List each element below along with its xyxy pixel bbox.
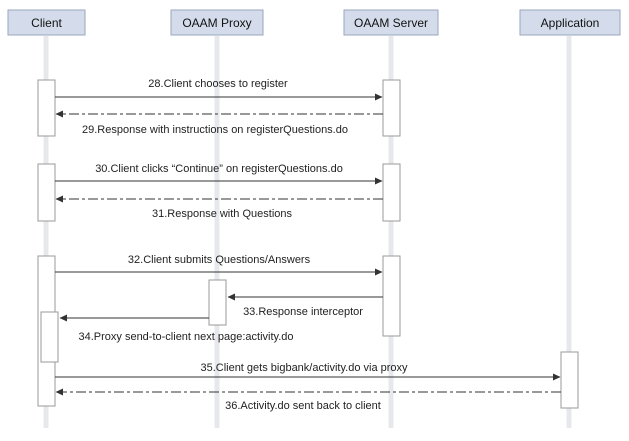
activation-proxy-1 [208, 279, 227, 326]
activation-client-4 [40, 311, 59, 363]
message-32-label: 32.Client submits Questions/Answers [128, 254, 311, 266]
message-34: 34.Proxy send-to-client next page:activi… [59, 314, 294, 343]
participant-proxy-label: OAAM Proxy [182, 16, 251, 30]
message-28-label: 28.Client chooses to register [148, 78, 288, 90]
activation-client-1 [37, 79, 56, 137]
message-36: 36.Activity.do sent back to client [55, 388, 561, 412]
message-29: 29.Response with instructions on registe… [55, 110, 383, 136]
message-29-label: 29.Response with instructions on registe… [82, 124, 348, 136]
message-33: 33.Response interceptor [227, 293, 383, 318]
activation-server-1 [382, 79, 401, 137]
activation-server-2 [382, 163, 401, 222]
message-31: 31.Response with Questions [55, 195, 383, 220]
participant-app-label: Application [541, 16, 600, 30]
participant-server-label: OAAM Server [354, 16, 428, 30]
message-36-label: 36.Activity.do sent back to client [225, 400, 381, 412]
message-30: 30.Client clicks “Continue” on registerQ… [55, 163, 383, 185]
message-35-label: 35.Client gets bigbank/activity.do via p… [200, 362, 408, 374]
message-33-label: 33.Response interceptor [243, 306, 363, 318]
message-31-label: 31.Response with Questions [152, 208, 293, 220]
message-30-label: 30.Client clicks “Continue” on registerQ… [95, 163, 343, 175]
participant-proxy: OAAM Proxy [170, 9, 264, 36]
activation-server-3 [382, 255, 401, 337]
message-28: 28.Client chooses to register [55, 78, 383, 101]
participant-client-label: Client [31, 16, 62, 30]
message-35: 35.Client gets bigbank/activity.do via p… [55, 362, 561, 381]
participant-server: OAAM Server [343, 9, 439, 36]
message-32: 32.Client submits Questions/Answers [55, 254, 383, 276]
participant-app: Application [519, 9, 621, 36]
participant-client: Client [7, 9, 86, 36]
message-34-label: 34.Proxy send-to-client next page:activi… [78, 331, 293, 343]
activation-app-1 [560, 351, 579, 409]
activation-client-2 [37, 163, 56, 222]
